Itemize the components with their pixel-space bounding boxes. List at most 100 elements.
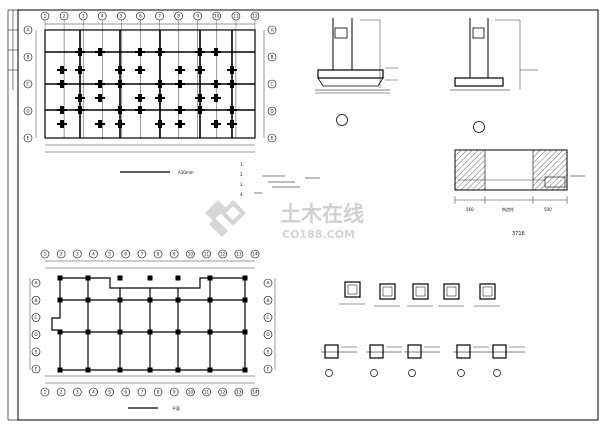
svg-text:3: 3	[76, 252, 79, 257]
cp-axis-top-14: 14	[250, 249, 260, 259]
svg-text:B: B	[267, 298, 270, 303]
fp-axis-left-A: A	[23, 25, 33, 35]
footing-mark	[115, 83, 125, 85]
column-mark	[175, 329, 181, 335]
footing-mark	[211, 83, 221, 85]
column-mark	[147, 297, 153, 303]
footing-mark	[155, 51, 165, 53]
column-mark	[85, 275, 91, 281]
column-mark	[85, 297, 91, 303]
svg-text:7: 7	[141, 390, 144, 395]
column-mark	[175, 275, 181, 281]
footing-mark	[211, 123, 221, 125]
note-2-number: 2.	[240, 172, 244, 177]
column-mark	[175, 297, 181, 303]
svg-text:13: 13	[236, 252, 242, 257]
dim-right: 500	[544, 207, 552, 212]
svg-text:9: 9	[173, 390, 176, 395]
footing-mark	[57, 123, 67, 125]
footing-mark	[135, 69, 145, 71]
footing-mark	[75, 69, 85, 71]
footing-mark	[75, 97, 85, 99]
svg-text:14: 14	[252, 252, 258, 257]
foundation-plan-note: A30mm	[178, 170, 194, 175]
svg-text:6: 6	[124, 390, 127, 395]
fp-axis-right-C: C	[267, 79, 277, 89]
column-mark	[85, 367, 91, 373]
cp-axis-top-2: 2	[56, 249, 66, 259]
footing-mark	[175, 69, 185, 71]
column-mark	[85, 329, 91, 335]
svg-text:11: 11	[233, 14, 239, 19]
cp-axis-right-D: D	[263, 330, 273, 339]
column-mark	[57, 367, 63, 373]
svg-text:8: 8	[157, 252, 160, 257]
column-mark	[175, 367, 181, 373]
svg-text:A: A	[27, 28, 30, 33]
svg-text:A: A	[35, 281, 38, 286]
fp-axis-top-6: 6	[136, 11, 145, 21]
cp-axis-bottom-14: 14	[250, 387, 260, 397]
svg-text:2: 2	[63, 14, 66, 19]
wall-column-detail: 560 构造柱 500 3716	[454, 149, 585, 237]
cp-axis-top-5: 5	[105, 249, 114, 259]
svg-text:1: 1	[44, 252, 47, 257]
column-section-details	[321, 281, 525, 377]
column-plan-caption: 平面	[172, 406, 180, 411]
cp-axis-bottom-13: 13	[234, 387, 244, 397]
column-joint-detail-2	[366, 344, 402, 377]
svg-text:E: E	[271, 136, 274, 141]
footing-mark	[195, 69, 205, 71]
watermark-en: CO188.COM	[282, 228, 355, 241]
svg-text:D: D	[270, 109, 273, 114]
watermark: 土木在线 CO188.COM	[205, 200, 364, 241]
svg-text:5: 5	[120, 14, 123, 19]
footing-mark	[115, 109, 125, 111]
svg-text:2: 2	[60, 390, 63, 395]
cp-axis-top-9: 9	[169, 249, 179, 259]
svg-text:C: C	[271, 82, 274, 87]
svg-text:9: 9	[196, 14, 199, 19]
svg-text:C: C	[35, 315, 38, 320]
cp-axis-bottom-6: 6	[121, 387, 131, 397]
cp-axis-top-7: 7	[137, 249, 147, 259]
cp-axis-top-1: 1	[40, 249, 50, 259]
fp-axis-left-B: B	[23, 52, 33, 62]
column-section-1	[339, 281, 365, 305]
cp-axis-right-E: E	[263, 347, 273, 357]
column-joint-detail-5	[489, 344, 525, 377]
cp-axis-top-10: 10	[186, 249, 195, 259]
cp-axis-left-F: F	[31, 364, 41, 374]
svg-text:5: 5	[108, 252, 111, 257]
fp-axis-top-10: 10	[212, 11, 222, 21]
fp-axis-left-D: D	[23, 106, 33, 116]
svg-text:10: 10	[188, 390, 194, 395]
svg-text:B: B	[35, 298, 38, 303]
cp-axis-top-8: 8	[153, 249, 163, 259]
footing-mark	[57, 109, 67, 111]
svg-text:9: 9	[173, 252, 176, 257]
footing-mark	[135, 97, 145, 99]
cp-axis-top-4: 4	[89, 249, 98, 259]
footing-mark	[175, 109, 185, 111]
cp-axis-left-E: E	[31, 347, 41, 357]
footing-mark	[227, 109, 237, 111]
svg-text:6: 6	[124, 252, 127, 257]
svg-text:7: 7	[158, 14, 161, 19]
cp-axis-bottom-7: 7	[137, 387, 147, 397]
foundation-section-detail-1	[315, 18, 398, 126]
svg-text:1: 1	[44, 14, 47, 19]
fp-axis-top-1: 1	[40, 11, 50, 21]
cp-axis-bottom-5: 5	[105, 387, 114, 397]
svg-text:C: C	[267, 315, 270, 320]
general-notes: 1. 2. 3. 4.	[240, 162, 320, 197]
svg-text:3: 3	[82, 14, 85, 19]
svg-text:4: 4	[92, 390, 95, 395]
cp-axis-right-F: F	[263, 364, 273, 374]
column-mark	[147, 367, 153, 373]
svg-text:12: 12	[220, 252, 226, 257]
column-section-3	[407, 283, 433, 307]
fp-axis-top-11: 11	[231, 11, 241, 21]
column-mark	[57, 329, 63, 335]
